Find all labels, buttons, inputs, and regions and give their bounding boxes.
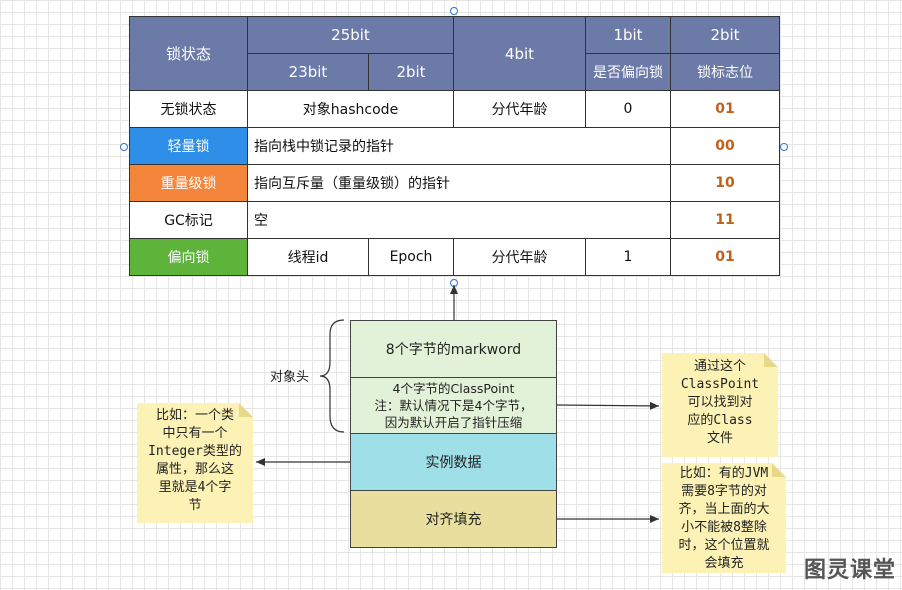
row-heavy-flag: 10 bbox=[670, 164, 780, 202]
row-heavy-content: 指向互斥量（重量级锁）的指针 bbox=[247, 164, 671, 202]
selection-handle-right[interactable] bbox=[780, 143, 788, 151]
row-unlocked-hashcode: 对象hashcode bbox=[247, 90, 454, 128]
instance-data-label: 实例数据 bbox=[425, 455, 482, 471]
row-light-flag: 00 bbox=[670, 127, 780, 165]
note-padding-line: 需要8字节的对 bbox=[681, 484, 767, 499]
note-classpoint-line: 可以找到对 bbox=[687, 395, 753, 410]
watermark: 图灵课堂 bbox=[803, 558, 896, 583]
row-light-state: 轻量锁 bbox=[129, 127, 248, 165]
header-23bit: 23bit bbox=[247, 53, 369, 91]
padding-block: 对齐填充 bbox=[350, 490, 557, 548]
note-padding-line: 时，这个位置就 bbox=[678, 538, 770, 553]
header-4bit: 4bit bbox=[453, 16, 586, 91]
note-padding: 比如：有的JVM 需要8字节的对 齐，当上面的大 小不能被8整除 时，这个位置就… bbox=[662, 463, 786, 573]
row-biased-epoch: Epoch bbox=[368, 238, 454, 276]
padding-label: 对齐填充 bbox=[425, 512, 482, 528]
row-light-content: 指向栈中锁记录的指针 bbox=[247, 127, 671, 165]
header-biased-flag: 是否偏向锁 bbox=[585, 53, 671, 91]
note-padding-line: 比如：有的JVM bbox=[679, 466, 769, 481]
note-padding-line: 会填充 bbox=[704, 556, 744, 571]
selection-handle-top[interactable] bbox=[450, 7, 458, 15]
note-instance-line: 中只有一个 bbox=[162, 426, 228, 441]
note-instance-line: 节 bbox=[188, 498, 202, 513]
row-biased-state: 偏向锁 bbox=[129, 238, 248, 276]
note-classpoint: 通过这个 ClassPoint 可以找到对 应的Class 文件 bbox=[662, 353, 778, 457]
note-instance-line: 里就是4个字 bbox=[158, 480, 232, 495]
classpoint-block: 4个字节的ClassPoint 注：默认情况下是4个字节， 因为默认开启了指针压… bbox=[350, 377, 557, 434]
note-classpoint-line: 文件 bbox=[706, 431, 733, 446]
row-biased-thread: 线程id bbox=[247, 238, 369, 276]
row-biased-biased: 1 bbox=[585, 238, 671, 276]
note-instance-line: 比如：一个类 bbox=[155, 408, 234, 423]
classpoint-label: 4个字节的ClassPoint bbox=[392, 381, 515, 396]
note-padding-line: 小不能被8整除 bbox=[681, 520, 767, 535]
note-padding-line: 齐，当上面的大 bbox=[678, 502, 770, 517]
note-classpoint-line: ClassPoint bbox=[680, 377, 760, 392]
header-1bit: 1bit bbox=[585, 16, 671, 54]
classpoint-note-1: 注：默认情况下是4个字节， bbox=[374, 398, 533, 413]
selection-handle-left[interactable] bbox=[120, 143, 128, 151]
row-unlocked-state: 无锁状态 bbox=[129, 90, 248, 128]
note-instance-line: 属性，那么这 bbox=[155, 462, 234, 477]
instance-data-block: 实例数据 bbox=[350, 433, 557, 491]
row-biased-flag: 01 bbox=[670, 238, 780, 276]
note-instance-data: 比如：一个类 中只有一个 Integer类型的 属性，那么这 里就是4个字 节 bbox=[137, 403, 253, 523]
note-instance-line: Integer类型的 bbox=[148, 444, 242, 459]
markword-label: 8个字节的markword bbox=[385, 342, 522, 358]
header-lock-state: 锁状态 bbox=[129, 16, 248, 91]
note-classpoint-line: 通过这个 bbox=[693, 359, 746, 374]
row-unlocked-flag: 01 bbox=[670, 90, 780, 128]
object-header-brace bbox=[319, 319, 345, 433]
header-lock-flag: 锁标志位 bbox=[670, 53, 780, 91]
row-unlocked-age: 分代年龄 bbox=[453, 90, 586, 128]
row-biased-age: 分代年龄 bbox=[453, 238, 586, 276]
note-classpoint-line: 应的Class bbox=[687, 413, 753, 428]
classpoint-to-note-arrow bbox=[556, 401, 660, 410]
object-header-label: 对象头 bbox=[270, 370, 310, 385]
row-unlocked-biased: 0 bbox=[585, 90, 671, 128]
markword-block: 8个字节的markword bbox=[350, 320, 557, 378]
classpoint-note-2: 因为默认开启了指针压缩 bbox=[384, 415, 523, 430]
